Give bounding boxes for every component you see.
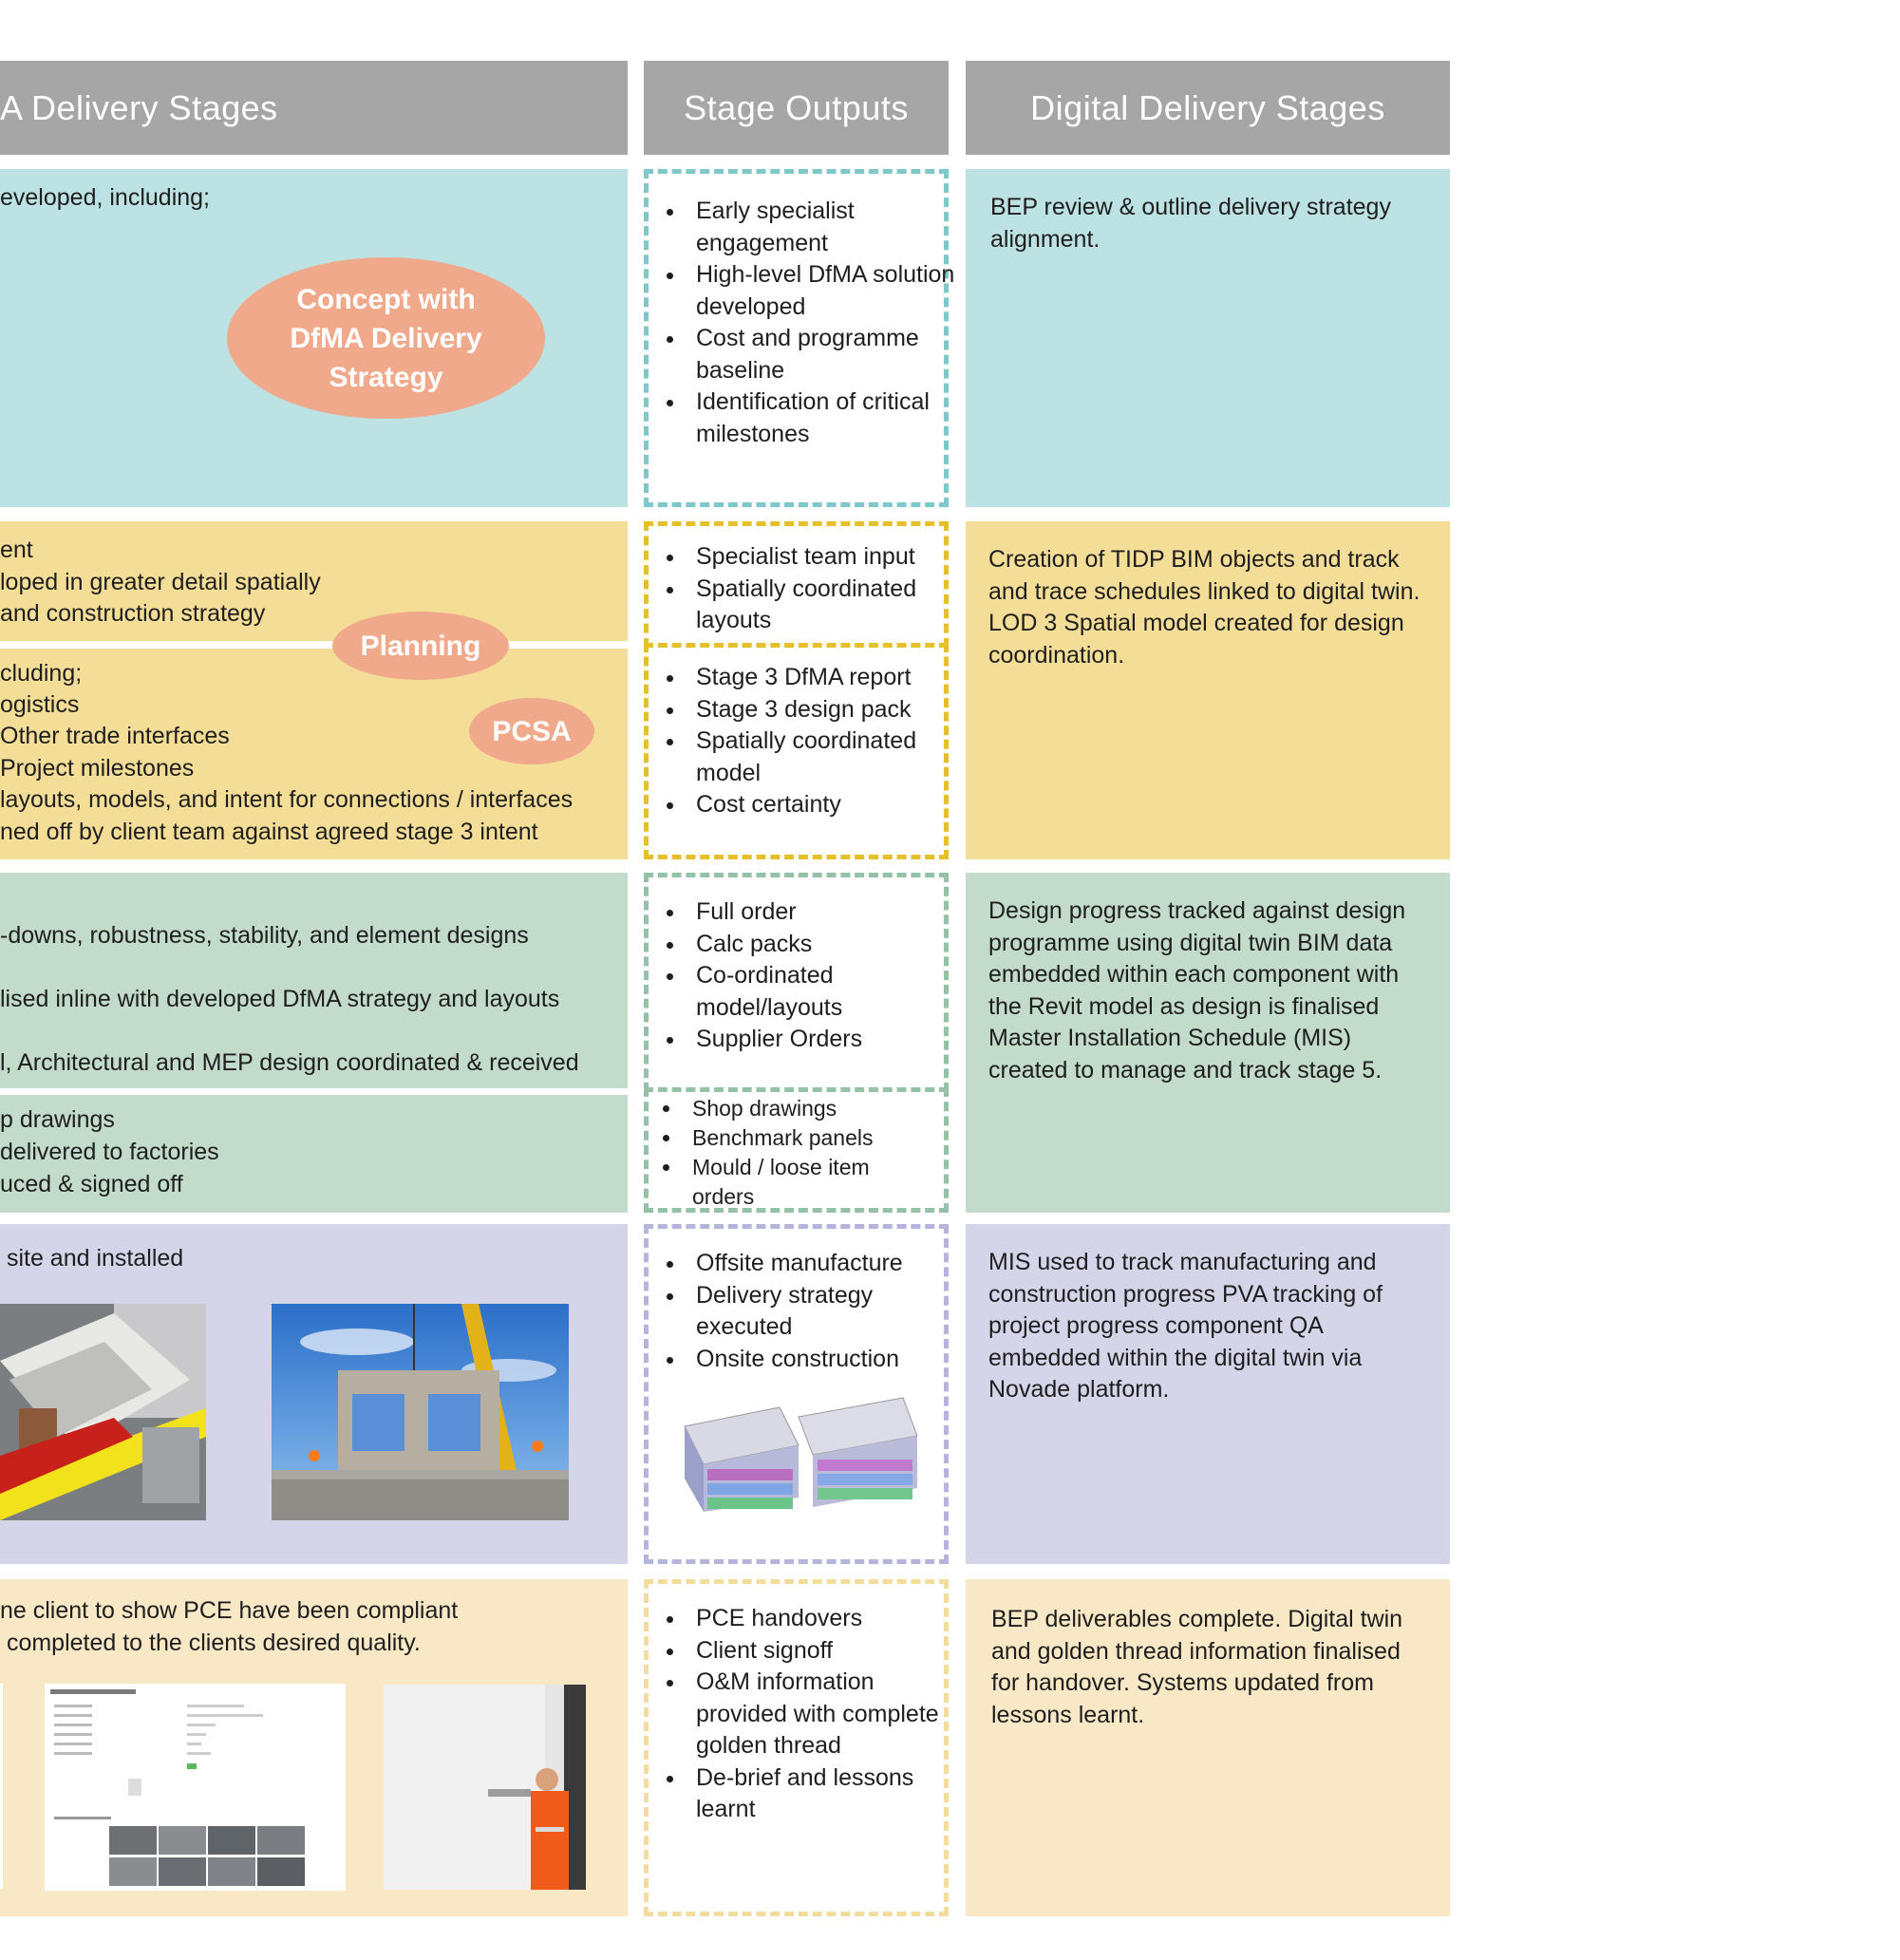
list-item: Onsite construction: [687, 1344, 967, 1376]
row5-stage-panel: ne client to show PCE have been complian…: [0, 1579, 628, 1916]
row4-digital-panel: MIS used to track manufacturing and cons…: [966, 1224, 1450, 1564]
row2-stage-panel-top: ent loped in greater detail spatially an…: [0, 521, 628, 641]
list-item: High-level DfMA solution developed: [687, 259, 962, 323]
qa-form-screenshot: [45, 1684, 346, 1891]
row2-bottom-line-2: ogistics: [0, 689, 79, 722]
row1-digital-text: BEP review & outline delivery strategy a…: [990, 192, 1423, 255]
planning-oval: Planning: [332, 612, 509, 680]
row2-bottom-line-3: Other trade interfaces: [0, 721, 230, 753]
row2-top-line-2: loped in greater detail spatially: [0, 567, 321, 599]
header-digital-delivery-stages: Digital Delivery Stages: [966, 61, 1450, 155]
list-item: Delivery strategy executed: [687, 1280, 967, 1344]
concept-oval: Concept with DfMA Delivery Strategy: [227, 257, 545, 419]
row1-digital-panel: BEP review & outline delivery strategy a…: [966, 169, 1450, 507]
list-item: PCE handovers: [687, 1603, 962, 1635]
list-item: Shop drawings: [683, 1094, 930, 1123]
row4-outputs-list: Offsite manufacture Delivery strategy ex…: [649, 1248, 967, 1375]
list-item: Cost certainty: [687, 789, 962, 821]
header-stage-outputs-label: Stage Outputs: [684, 88, 909, 128]
row3-top-line-5: l, Architectural and MEP design coordina…: [0, 1047, 579, 1080]
list-item: Stage 3 design pack: [687, 694, 962, 726]
row2-top-line-3: and construction strategy: [0, 598, 265, 631]
header-delivery-stages-label: A Delivery Stages: [0, 88, 278, 128]
row4-stage-panel: site and installed: [0, 1224, 628, 1564]
row3-bottom-line-2: delivered to factories: [0, 1137, 219, 1169]
row2-outputs-box-b: Stage 3 DfMA report Stage 3 design pack …: [644, 643, 949, 859]
row2-bottom-line-5: layouts, models, and intent for connecti…: [0, 784, 573, 817]
row5-digital-text: BEP deliverables complete. Digital twin …: [991, 1604, 1429, 1731]
list-item: Early specialist engagement: [687, 196, 962, 259]
worker-spraying-photo: [384, 1685, 586, 1890]
truck-delivery-photo: [0, 1304, 206, 1520]
row5-digital-panel: BEP deliverables complete. Digital twin …: [966, 1579, 1450, 1916]
list-item: Client signoff: [687, 1635, 962, 1668]
list-item: Full order: [687, 896, 952, 929]
pcsa-oval: PCSA: [469, 698, 594, 764]
row3-digital-panel: Design progress tracked against design p…: [966, 873, 1450, 1213]
list-item: Offsite manufacture: [687, 1248, 967, 1280]
list-item: Calc packs: [687, 929, 952, 961]
row4-digital-text: MIS used to track manufacturing and cons…: [988, 1247, 1425, 1406]
list-item: De-brief and lessons learnt: [687, 1762, 962, 1826]
row3-outputs-box-a: Full order Calc packs Co-ordinated model…: [644, 873, 949, 1092]
row2-bottom-line-6: ned off by client team against agreed st…: [0, 817, 538, 849]
list-item: Co-ordinated model/layouts: [687, 960, 952, 1024]
row3-stage-panel-top: -downs, robustness, stability, and eleme…: [0, 873, 628, 1088]
row2-bottom-line-4: Project milestones: [0, 753, 194, 785]
row3-outputs-list-b: Shop drawings Benchmark panels Mould / l…: [649, 1094, 930, 1212]
row3-top-line-1: -downs, robustness, stability, and eleme…: [0, 920, 529, 952]
row2-outputs-list-b: Stage 3 DfMA report Stage 3 design pack …: [649, 662, 962, 821]
row4-stage-text: site and installed: [0, 1243, 183, 1275]
list-item: Identification of critical milestones: [687, 386, 962, 450]
row5-stage-line-2: completed to the clients desired quality…: [0, 1628, 421, 1660]
list-item: Spatially coordinated model: [687, 726, 962, 789]
row5-outputs-list: PCE handovers Client signoff O&M informa…: [649, 1603, 962, 1826]
row3-bottom-line-3: uced & signed off: [0, 1169, 183, 1201]
header-delivery-stages: A Delivery Stages: [0, 61, 628, 155]
bim-model-render: [675, 1388, 922, 1521]
list-item: Benchmark panels: [683, 1123, 930, 1153]
list-item: O&M information provided with complete g…: [687, 1667, 962, 1762]
list-item: Supplier Orders: [687, 1024, 952, 1056]
row3-stage-panel-bottom: p drawings delivered to factories uced &…: [0, 1095, 628, 1213]
row3-top-line-3: lised inline with developed DfMA strateg…: [0, 984, 559, 1016]
row4-outputs-box: Offsite manufacture Delivery strategy ex…: [644, 1224, 949, 1564]
row1-outputs-box: Early specialist engagement High-level D…: [644, 169, 949, 507]
planning-oval-label: Planning: [361, 627, 481, 666]
row2-top-line-1: ent: [0, 535, 33, 567]
left-edge-photo-strip: [0, 1684, 3, 1889]
list-item: Spatially coordinated layouts: [687, 574, 967, 637]
list-item: Stage 3 DfMA report: [687, 662, 962, 694]
row3-outputs-box-b: Shop drawings Benchmark panels Mould / l…: [644, 1087, 949, 1213]
list-item: Specialist team input: [687, 541, 967, 574]
list-item: Cost and programme baseline: [687, 323, 962, 386]
row2-outputs-list-a: Specialist team input Spatially coordina…: [649, 541, 967, 637]
row2-digital-text: Creation of TIDP BIM objects and track a…: [988, 544, 1423, 671]
row1-outputs-list: Early specialist engagement High-level D…: [649, 196, 962, 450]
header-stage-outputs: Stage Outputs: [644, 61, 949, 155]
concept-oval-label: Concept with DfMA Delivery Strategy: [277, 280, 496, 397]
row1-stage-text: eveloped, including;: [0, 182, 210, 215]
row1-stage-panel: eveloped, including; Concept with DfMA D…: [0, 169, 628, 507]
crane-lift-photo: [272, 1304, 569, 1520]
row2-outputs-box-a: Specialist team input Spatially coordina…: [644, 521, 949, 648]
header-digital-delivery-stages-label: Digital Delivery Stages: [1030, 88, 1385, 128]
pcsa-oval-label: PCSA: [492, 712, 571, 751]
row3-digital-text: Design progress tracked against design p…: [988, 895, 1425, 1086]
list-item: Mould / loose item orders: [683, 1153, 930, 1212]
row5-outputs-box: PCE handovers Client signoff O&M informa…: [644, 1579, 949, 1916]
row5-stage-line-1: ne client to show PCE have been complian…: [0, 1595, 458, 1628]
row2-digital-panel: Creation of TIDP BIM objects and track a…: [966, 521, 1450, 859]
row2-bottom-line-1: cluding;: [0, 658, 82, 690]
row3-outputs-list-a: Full order Calc packs Co-ordinated model…: [649, 896, 952, 1056]
row3-bottom-line-1: p drawings: [0, 1104, 115, 1137]
